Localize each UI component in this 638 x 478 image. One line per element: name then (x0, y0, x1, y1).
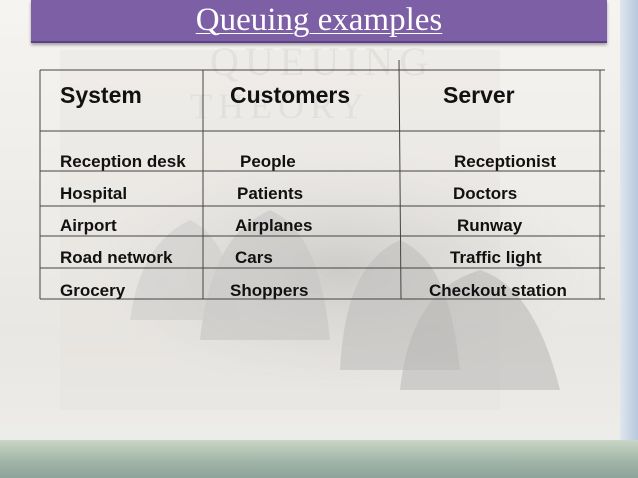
header-server: Server (443, 82, 515, 108)
row-5-customers: Shoppers (230, 281, 309, 300)
background-photo: QUEUING THEORY (60, 40, 590, 410)
slide-title: Queuing examples (195, 2, 443, 38)
row-3-customers: Airplanes (235, 216, 313, 235)
header-customers: Customers (230, 82, 351, 108)
svg-text:THEORY: THEORY (190, 86, 370, 126)
row-2-system: Hospital (60, 184, 128, 203)
row-1-server: Receptionist (454, 152, 557, 171)
row-1-customers: People (240, 152, 296, 171)
row-2-customers: Patients (237, 184, 304, 203)
row-4-customers: Cars (235, 248, 273, 267)
bottom-decor-bar (0, 440, 638, 478)
row-3-system: Airport (60, 216, 117, 235)
row-4-system: Road network (60, 248, 173, 267)
row-1-system: Reception desk (60, 152, 186, 171)
title-bar: Queuing examples (31, 0, 607, 43)
row-3-server: Runway (457, 216, 523, 235)
header-system: System (60, 82, 142, 108)
right-decor-bar (620, 0, 638, 478)
svg-text:QUEUING: QUEUING (210, 40, 434, 84)
row-5-server: Checkout station (429, 281, 567, 300)
row-4-server: Traffic light (450, 248, 542, 267)
row-5-system: Grocery (60, 281, 126, 300)
row-2-server: Doctors (453, 184, 518, 203)
